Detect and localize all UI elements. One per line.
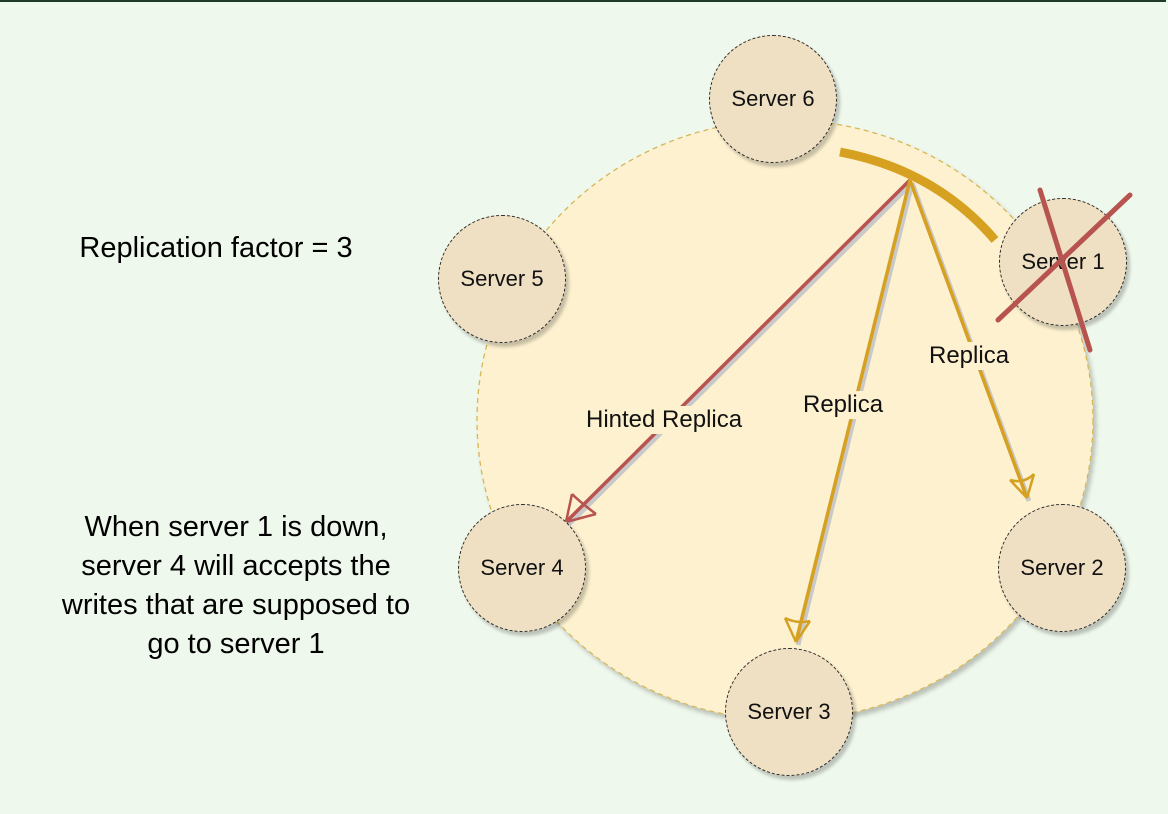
server-3-label: Server 3: [747, 699, 831, 724]
key-range-arc: [839, 147, 999, 243]
server-2-label: Server 2: [1020, 555, 1104, 580]
server-3-node[interactable]: Server 3: [725, 648, 853, 776]
server-6-label: Server 6: [731, 86, 815, 111]
server-5-label: Server 5: [460, 266, 544, 291]
replica-label-server-2: Replica: [927, 342, 1012, 370]
server-5-node[interactable]: Server 5: [438, 215, 566, 343]
server-4-node[interactable]: Server 4: [458, 504, 586, 632]
replication-factor-note: Replication factor = 3: [79, 232, 353, 264]
hinted-replica-arrow: [564, 178, 914, 527]
server-down-note: When server 1 is down, server 4 will acc…: [61, 511, 411, 660]
replica-label-server-3: Replica: [801, 391, 886, 419]
server-6-node[interactable]: Server 6: [709, 35, 837, 163]
server-4-label: Server 4: [480, 555, 564, 580]
server-1-node[interactable]: Server 1: [999, 198, 1127, 326]
server-1-label: Server 1: [1021, 249, 1105, 274]
hinted-replica-label: Hinted Replica: [584, 406, 745, 434]
server-2-node[interactable]: Server 2: [998, 504, 1126, 632]
